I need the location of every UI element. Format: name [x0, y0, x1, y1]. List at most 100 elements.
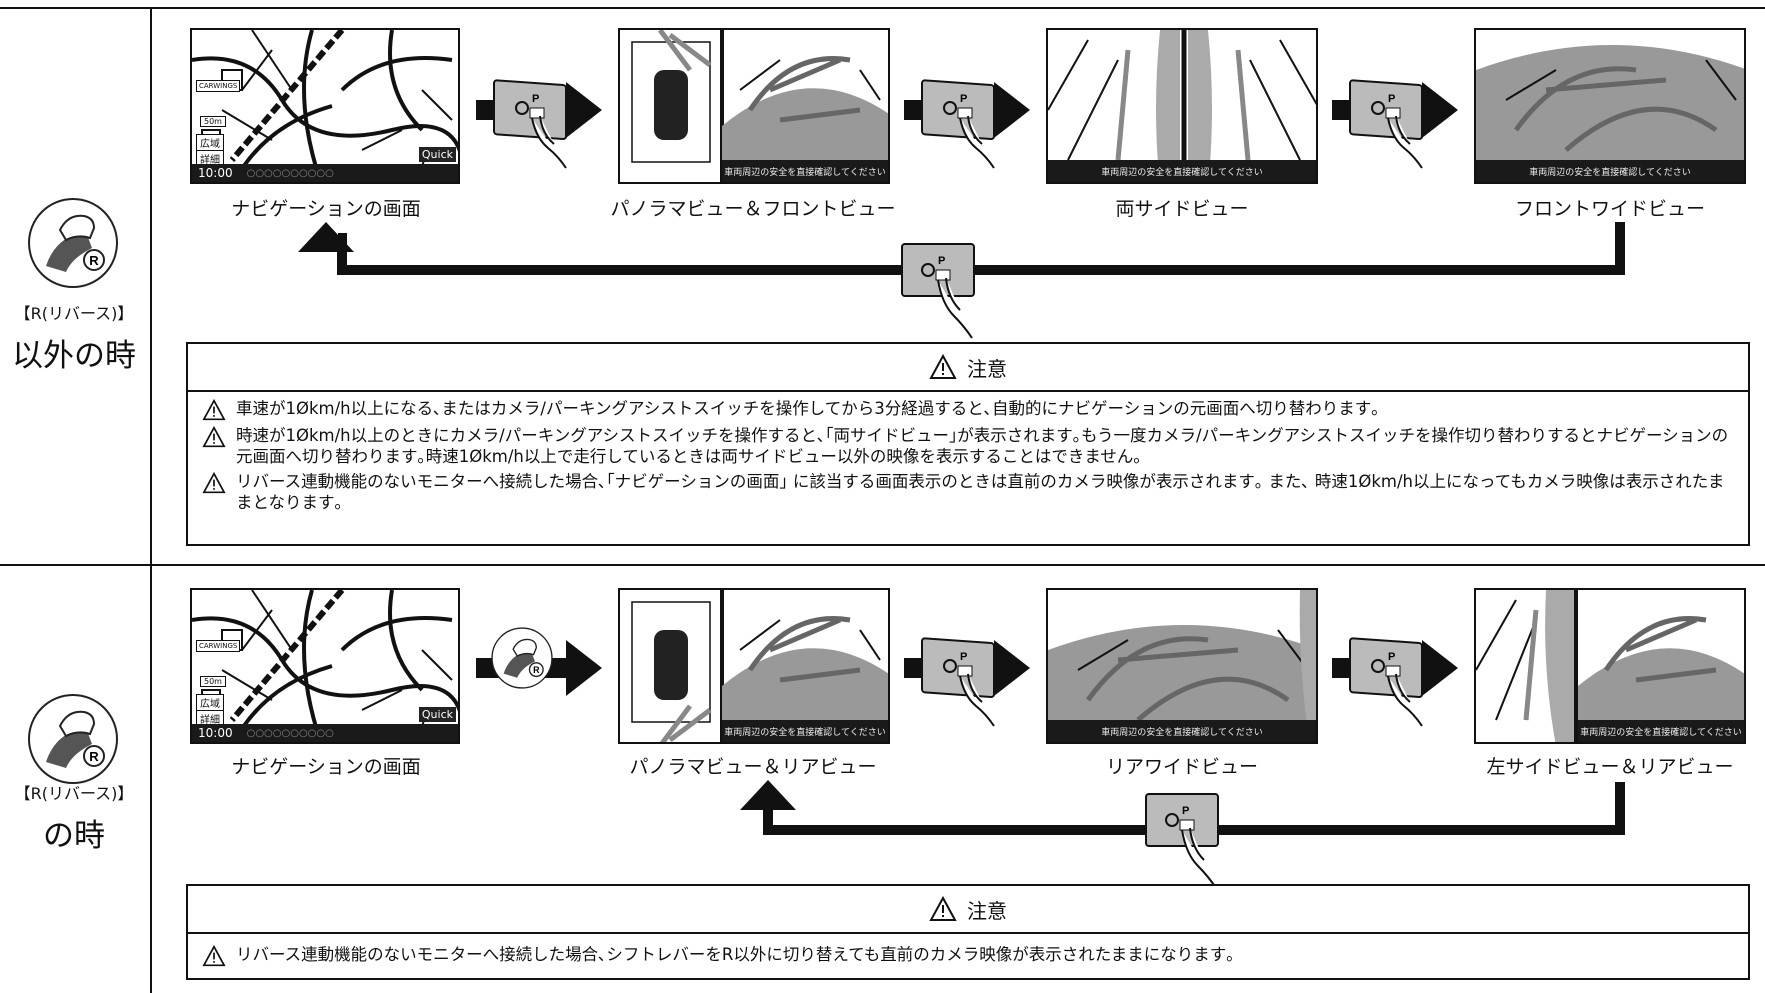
camera-caption-bar: 車両周辺の安全を直接確認してください [1476, 160, 1744, 182]
svg-text:P: P [960, 651, 967, 663]
panorama-graphic [620, 30, 888, 182]
condition-small-text: 【R(リバース)】 [14, 784, 134, 803]
reverse-shift-lever-icon: R [28, 198, 118, 288]
caution-header: 注意 [188, 344, 1748, 392]
screen-label: 左サイドビュー＆リアビュー [1486, 756, 1734, 778]
camera-caption: 車両周辺の安全を直接確認してください [1580, 727, 1742, 738]
camera-caption: 車両周辺の安全を直接確認してください [1529, 167, 1691, 178]
caution-header: 注意 [188, 886, 1748, 934]
status-dots: ○○○○○○○○○○ [246, 167, 334, 179]
caution-text: リバース連動機能のないモニターへ接続した場合､シフトレバーをR以外に切り替えても… [236, 945, 1235, 964]
caution-list: 車速が1Økm/h以上になる､またはカメラ/パーキングアシストスイッチを操作して… [188, 392, 1748, 513]
warning-triangle-icon [202, 426, 226, 448]
parking-assist-switch-icon: P [1145, 793, 1219, 889]
reverse-shift-lever-icon: R [491, 627, 553, 689]
warning-triangle-icon [202, 399, 226, 421]
caution-item: リバース連動機能のないモニターへ接続した場合､シフトレバーをR以外に切り替えても… [202, 944, 1738, 967]
rear-wide-graphic [1048, 590, 1316, 742]
camera-caption-bar: 車両周辺の安全を直接確認してください [722, 720, 888, 742]
svg-text:P: P [960, 93, 967, 105]
caution-list: リバース連動機能のないモニターへ接続した場合､シフトレバーをR以外に切り替えても… [188, 934, 1748, 967]
caution-text: 時速が1Økm/h以上のときにカメラ/パーキングアシストスイッチを操作すると､｢… [236, 426, 1729, 466]
front-wide-graphic [1476, 45, 1744, 182]
camera-caption: 車両周辺の安全を直接確認してください [1101, 727, 1263, 738]
left-side-rear-view-thumb: 車両周辺の安全を直接確認してください [1474, 588, 1746, 744]
both-side-view-thumb: 車両周辺の安全を直接確認してください [1046, 28, 1318, 184]
camera-caption-bar: 車両周辺の安全を直接確認してください [1048, 720, 1316, 742]
svg-text:R: R [89, 253, 99, 268]
svg-text:P: P [1388, 651, 1395, 663]
svg-text:R: R [89, 749, 99, 764]
clock-text: 10:00 [198, 166, 233, 180]
warning-triangle-icon [202, 945, 226, 967]
left-side-rear-graphic [1476, 590, 1744, 742]
warning-triangle-icon [202, 472, 226, 494]
wide-button[interactable]: 広域 [196, 134, 224, 151]
warning-triangle-icon [929, 896, 957, 921]
caution-item: リバース連動機能のないモニターへ接続した場合､｢ナビゲーションの画面｣ に該当す… [202, 471, 1738, 513]
clock-text: 10:00 [198, 726, 233, 740]
section-divider [0, 564, 1765, 566]
camera-caption-bar: 車両周辺の安全を直接確認してください [1578, 720, 1744, 742]
condition-main-text: 以外の時 [12, 338, 136, 374]
scale-badge: 50m [200, 676, 226, 687]
status-dots: ○○○○○○○○○○ [246, 727, 334, 739]
parking-assist-switch-icon: P [901, 243, 975, 339]
condition-label: 【R(リバース)】 以外の時 [12, 300, 136, 375]
parking-assist-switch-icon: P [921, 637, 995, 727]
caution-box: 注意 リバース連動機能のないモニターへ接続した場合､シフトレバーをR以外に切り替… [186, 884, 1750, 980]
quick-button[interactable]: Quick [418, 707, 456, 722]
screen-label: ナビゲーションの画面 [231, 198, 421, 220]
svg-text:P: P [1182, 805, 1189, 817]
camera-caption: 車両周辺の安全を直接確認してください [724, 727, 886, 738]
condition-main-text: の時 [43, 818, 105, 854]
return-flow-arrow [298, 222, 1625, 275]
caution-text: 車速が1Økm/h以上になる､またはカメラ/パーキングアシストスイッチを操作して… [236, 399, 1380, 418]
camera-caption: 車両周辺の安全を直接確認してください [724, 167, 886, 178]
condition-label: 【R(リバース)】 の時 [15, 780, 134, 855]
screen-label: フロントワイドビュー [1514, 198, 1706, 220]
brand-badge: CARWINGS [196, 640, 241, 652]
condition-small-text: 【R(リバース)】 [14, 304, 134, 323]
reverse-shift-lever-icon: R [28, 694, 118, 784]
caution-text: リバース連動機能のないモニターへ接続した場合､｢ナビゲーションの画面｣ に該当す… [236, 472, 1725, 512]
wide-button[interactable]: 広域 [196, 694, 224, 711]
caution-title: 注意 [967, 898, 1007, 923]
left-column-divider [150, 7, 152, 993]
warning-triangle-icon [929, 354, 957, 379]
navigation-screen-thumb: CARWINGS 50m 広域 詳細 10:00 ○○○○○○○○○○ Quic… [190, 28, 460, 184]
svg-text:R: R [533, 665, 540, 675]
screen-label: 両サイドビュー [1115, 198, 1249, 220]
screen-label: パノラマビュー＆フロントビュー [610, 198, 896, 220]
screen-label: パノラマビュー＆リアビュー [629, 756, 877, 778]
parking-assist-switch-icon: P [493, 79, 567, 169]
camera-caption-bar: 車両周辺の安全を直接確認してください [722, 160, 888, 182]
screen-label: リアワイドビュー [1105, 756, 1259, 778]
scale-badge: 50m [200, 116, 226, 127]
parking-assist-switch-icon: P [1349, 79, 1423, 169]
camera-caption-bar: 車両周辺の安全を直接確認してください [1048, 160, 1316, 182]
screen-label: ナビゲーションの画面 [231, 756, 421, 778]
top-border [0, 7, 1765, 9]
panorama-rear-view-thumb: 車両周辺の安全を直接確認してください [618, 588, 890, 744]
map-status-bar: 10:00 ○○○○○○○○○○ [192, 724, 458, 742]
parking-assist-switch-icon: P [1349, 637, 1423, 727]
quick-button[interactable]: Quick [418, 147, 456, 162]
caution-box: 注意 車速が1Økm/h以上になる､またはカメラ/パーキングアシストスイッチを操… [186, 342, 1750, 546]
svg-text:P: P [938, 255, 945, 267]
map-graphic [192, 30, 458, 182]
caution-item: 時速が1Økm/h以上のときにカメラ/パーキングアシストスイッチを操作すると､｢… [202, 425, 1738, 467]
camera-caption: 車両周辺の安全を直接確認してください [1101, 167, 1263, 178]
map-status-bar: 10:00 ○○○○○○○○○○ [192, 164, 458, 182]
rear-wide-view-thumb: 車両周辺の安全を直接確認してください [1046, 588, 1318, 744]
brand-badge: CARWINGS [196, 80, 241, 92]
navigation-screen-thumb: CARWINGS 50m 広域 詳細 10:00 ○○○○○○○○○○ Quic… [190, 588, 460, 744]
parking-assist-switch-icon: P [921, 79, 995, 169]
svg-text:P: P [1388, 93, 1395, 105]
front-wide-view-thumb: 車両周辺の安全を直接確認してください [1474, 28, 1746, 184]
svg-text:P: P [532, 93, 539, 105]
caution-title: 注意 [967, 356, 1007, 381]
caution-item: 車速が1Økm/h以上になる､またはカメラ/パーキングアシストスイッチを操作して… [202, 398, 1738, 421]
panorama-front-view-thumb: 車両周辺の安全を直接確認してください [618, 28, 890, 184]
panorama-graphic [631, 590, 888, 742]
